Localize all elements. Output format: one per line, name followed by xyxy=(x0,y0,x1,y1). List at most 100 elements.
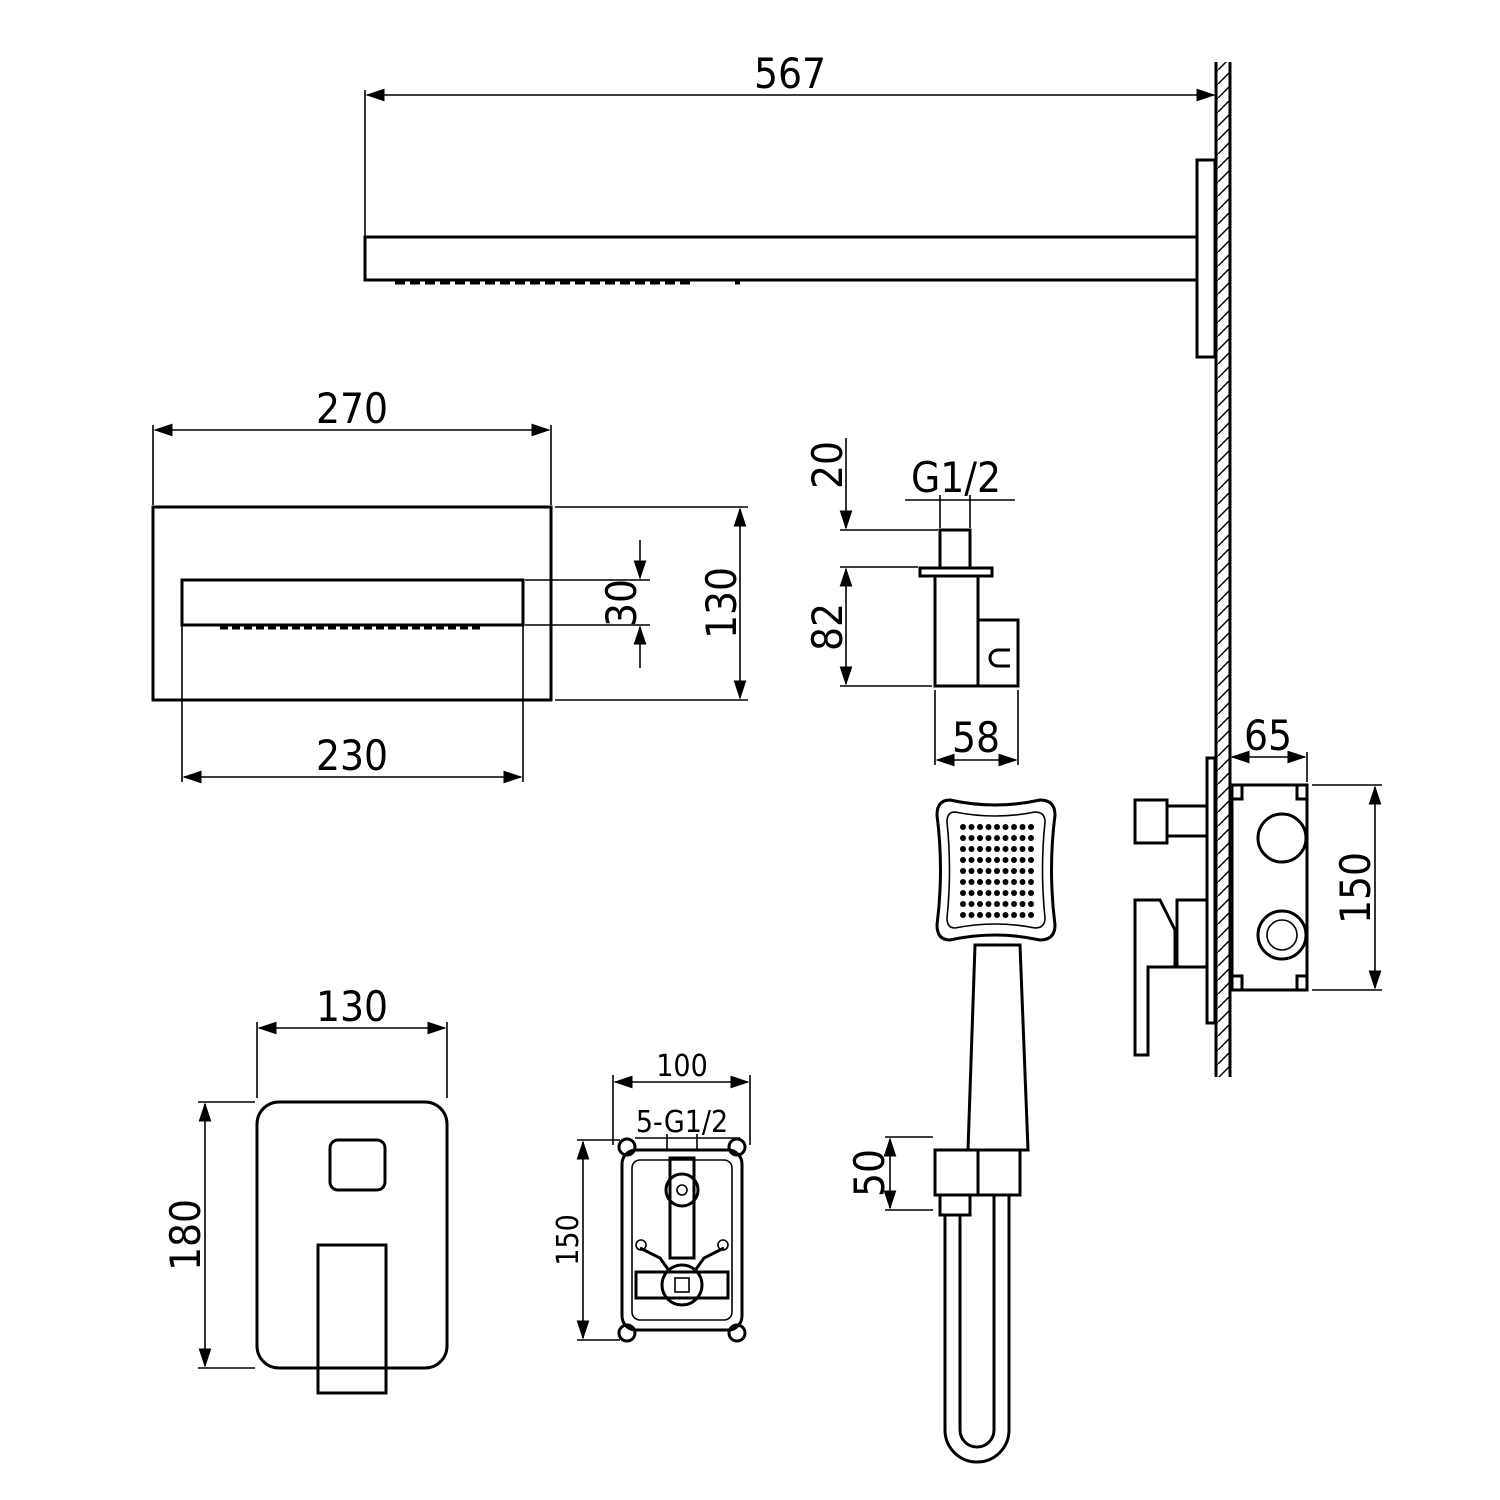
spray-nozzle xyxy=(1011,890,1017,896)
dim-shower-arm-length: 567 xyxy=(754,49,826,98)
spray-nozzle xyxy=(985,901,992,907)
spray-nozzle xyxy=(1028,857,1034,863)
dim-holder-width: 58 xyxy=(952,713,1000,762)
spray-nozzle xyxy=(977,835,983,841)
spray-nozzle xyxy=(968,846,975,852)
spray-nozzle xyxy=(1002,879,1009,885)
spray-nozzle xyxy=(985,846,992,852)
spray-nozzle xyxy=(1019,846,1026,852)
spray-nozzle xyxy=(968,901,975,907)
spray-nozzle xyxy=(1028,824,1034,830)
spray-nozzle xyxy=(1028,846,1034,852)
spray-nozzle xyxy=(960,857,966,863)
dim-slot-width: 230 xyxy=(316,731,388,780)
spray-nozzle xyxy=(968,868,975,874)
concealed-valve-side-view: 65 150 xyxy=(1133,711,1382,1057)
spray-nozzle xyxy=(1011,824,1017,830)
dim-holder-height: 82 xyxy=(803,603,852,651)
spray-nozzle xyxy=(994,868,1000,874)
spray-nozzle xyxy=(977,879,983,885)
hand-shower: 50 xyxy=(845,798,1057,1464)
spray-nozzle xyxy=(960,846,966,852)
spray-nozzle xyxy=(994,835,1000,841)
spray-nozzle xyxy=(960,879,966,885)
dim-slot-height: 30 xyxy=(597,579,646,627)
spray-nozzle xyxy=(977,868,983,874)
spray-nozzle xyxy=(1019,835,1026,841)
dim-plate-width: 130 xyxy=(316,982,388,1031)
dim-bracket-height: 50 xyxy=(845,1149,894,1197)
dim-head-height: 130 xyxy=(697,567,746,639)
spray-nozzle xyxy=(1002,912,1009,918)
spray-nozzle xyxy=(960,901,966,907)
dim-plate-height: 180 xyxy=(161,1199,210,1271)
dim-valve-depth: 65 xyxy=(1244,711,1292,760)
spray-nozzle xyxy=(977,846,983,852)
spray-nozzle xyxy=(994,824,1000,830)
trim-plate-front-view: 130 180 xyxy=(161,982,449,1395)
dim-valve-height-side: 150 xyxy=(1331,852,1380,924)
spray-nozzle xyxy=(1002,824,1009,830)
spray-nozzle xyxy=(1019,824,1026,830)
spray-nozzle xyxy=(985,912,992,918)
spray-nozzle xyxy=(968,824,975,830)
wall-outlet-holder: 20 82 G1/2 58 xyxy=(803,438,1020,767)
spray-nozzle xyxy=(1011,901,1017,907)
spray-nozzle xyxy=(994,912,1000,918)
spray-nozzle xyxy=(977,857,983,863)
valve-box-front-view: 100 5-G1/2 150 xyxy=(551,1049,751,1343)
spray-nozzle xyxy=(968,912,975,918)
spray-nozzle xyxy=(994,890,1000,896)
spray-nozzle xyxy=(968,890,975,896)
spray-nozzle xyxy=(994,857,1000,863)
spray-nozzle xyxy=(985,824,992,830)
spray-nozzle xyxy=(1028,912,1034,918)
wall-section xyxy=(1214,62,1232,1077)
spray-nozzle xyxy=(1028,901,1034,907)
spray-nozzle xyxy=(985,857,992,863)
spray-nozzle xyxy=(1011,857,1017,863)
spray-nozzle xyxy=(1002,835,1009,841)
spray-nozzle xyxy=(1028,879,1034,885)
spray-nozzle xyxy=(985,868,992,874)
spray-nozzle xyxy=(985,890,992,896)
spray-nozzle xyxy=(994,901,1000,907)
spray-nozzle xyxy=(960,912,966,918)
spray-nozzle xyxy=(1002,901,1009,907)
spray-nozzle xyxy=(1011,868,1017,874)
spray-nozzle xyxy=(994,879,1000,885)
spray-nozzle xyxy=(985,879,992,885)
dim-valve-box-height: 150 xyxy=(551,1214,586,1266)
spray-nozzle xyxy=(1002,868,1009,874)
spray-nozzle xyxy=(1019,901,1026,907)
spray-nozzle xyxy=(1011,835,1017,841)
spray-nozzle xyxy=(960,835,966,841)
spray-nozzle xyxy=(977,890,983,896)
dim-valve-box-width: 100 xyxy=(656,1049,708,1084)
spray-nozzle xyxy=(1011,912,1017,918)
spray-nozzle xyxy=(968,835,975,841)
spray-nozzle xyxy=(960,824,966,830)
spray-nozzle xyxy=(977,824,983,830)
spray-nozzle xyxy=(985,835,992,841)
spray-nozzle xyxy=(1002,857,1009,863)
spray-nozzle xyxy=(968,857,975,863)
spray-nozzle xyxy=(1028,868,1034,874)
rain-shower-head-side-view: 567 xyxy=(363,49,1217,359)
spray-nozzle xyxy=(977,901,983,907)
spray-nozzle xyxy=(1002,890,1009,896)
dim-outlet-height: 20 xyxy=(803,441,852,489)
spray-nozzle xyxy=(1011,879,1017,885)
dim-head-width: 270 xyxy=(316,384,388,433)
spray-nozzle xyxy=(960,868,966,874)
spray-nozzle xyxy=(1028,835,1034,841)
spray-nozzle xyxy=(1019,890,1026,896)
spray-nozzle xyxy=(994,846,1000,852)
spray-nozzle xyxy=(1019,879,1026,885)
rain-shower-head-front-view: 270 230 30 130 xyxy=(151,384,748,784)
spray-nozzle xyxy=(1011,846,1017,852)
spray-nozzle xyxy=(968,879,975,885)
spray-nozzle xyxy=(1019,868,1026,874)
dim-valve-ports: 5-G1/2 xyxy=(636,1105,728,1140)
